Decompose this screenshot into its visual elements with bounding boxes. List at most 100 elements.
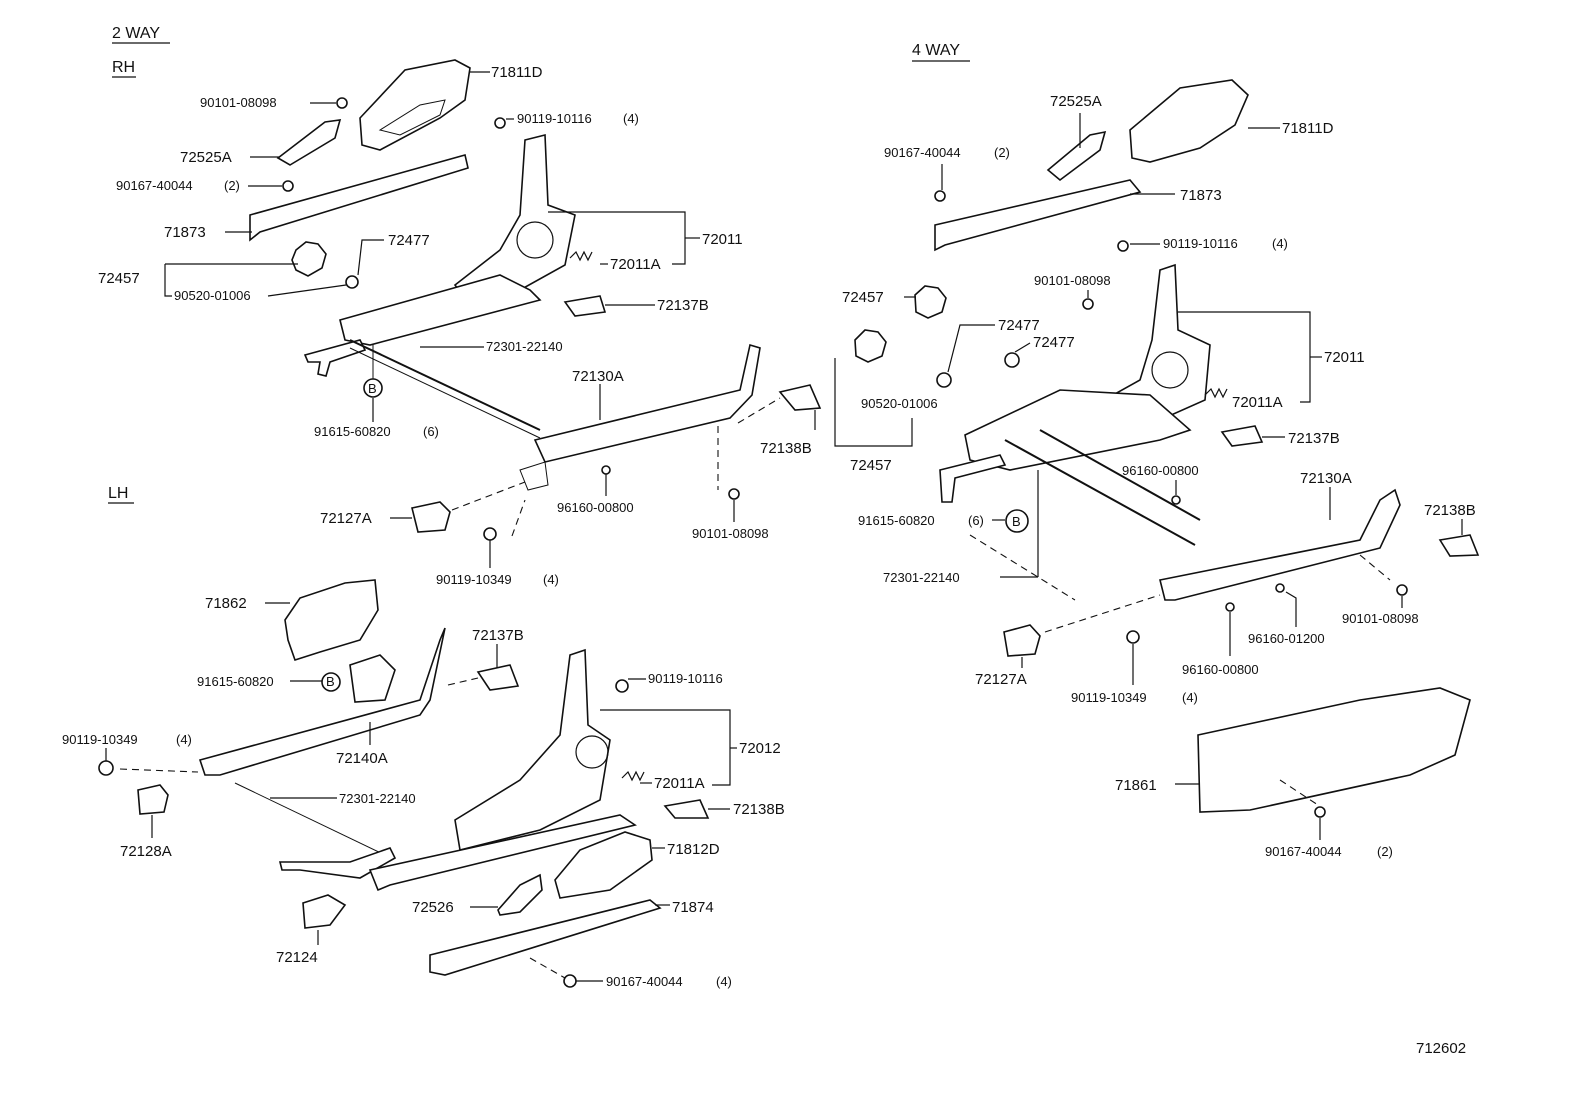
part-label: 72457	[850, 457, 892, 474]
part-label: 72012	[739, 740, 781, 757]
part-label: 90520-01006	[174, 288, 251, 303]
part-label: 90119-10116	[1163, 236, 1238, 251]
part-label: 71873	[1180, 187, 1222, 204]
part-label: 90119-10349	[436, 572, 512, 587]
part-label: 72128A	[120, 843, 172, 860]
rh-2way-assembly	[249, 59, 822, 541]
part-label-circle: B	[368, 381, 377, 396]
labels-4way: 72525A 71811D 90167-40044 (2) 71873 9011…	[842, 93, 1476, 859]
washer-icon	[345, 275, 359, 289]
seat-track-72140a	[198, 627, 446, 776]
header-2-way: 2 WAY	[112, 25, 160, 42]
part-label: 96160-00800	[1182, 662, 1259, 677]
part-quantity: (2)	[224, 178, 240, 193]
part-quantity: (6)	[968, 513, 984, 528]
screw-icon	[336, 97, 348, 109]
part-label: 72477	[388, 232, 430, 249]
part-label: 90167-40044	[1265, 844, 1342, 859]
part-label: 71861	[1115, 777, 1157, 794]
recliner-cover-71812d	[554, 831, 653, 899]
part-quantity: (2)	[994, 145, 1010, 160]
part-label: 72138B	[760, 440, 812, 457]
rail-cover-71874	[429, 899, 662, 976]
part-label: 90119-10116	[517, 111, 592, 126]
part-label: 72140A	[336, 750, 388, 767]
part-label: 71873	[164, 224, 206, 241]
part-label: 90101-08098	[692, 526, 769, 541]
part-label: 71862	[205, 595, 247, 612]
fw-4way-assembly	[854, 79, 1480, 818]
header-rh: RH	[112, 59, 135, 76]
part-label: 72124	[276, 949, 318, 966]
part-label: 90119-10116	[648, 671, 723, 686]
recliner-72011	[453, 133, 576, 306]
part-label: 72011	[702, 231, 743, 248]
section-headers: 2 WAY RH LH 4 WAY	[108, 25, 970, 504]
part-label: 90119-10349	[62, 732, 138, 747]
part-label-circle: B	[326, 674, 335, 689]
rail-cover-71873	[249, 154, 469, 242]
diagram-code: 712602	[1416, 1040, 1466, 1057]
knob-72457	[291, 241, 327, 277]
header-4-way: 4 WAY	[912, 42, 960, 59]
part-label: 72137B	[1288, 430, 1340, 447]
part-label: 72526	[412, 899, 454, 916]
rail-cover-71873-4way	[934, 179, 1142, 252]
part-quantity: (4)	[716, 974, 732, 989]
part-label: 72301-22140	[883, 570, 960, 585]
recliner-72012	[454, 648, 611, 851]
part-label: 90167-40044	[606, 974, 683, 989]
leader-lines	[105, 71, 1463, 982]
part-label: 71874	[672, 899, 714, 916]
part-label: 91615-60820	[197, 674, 274, 689]
part-label: 90167-40044	[116, 178, 193, 193]
part-label: 71812D	[667, 841, 720, 858]
labels-rh: 71811D 90101-08098 90119-10116 (4) 72525…	[98, 64, 812, 587]
part-label: 72011A	[654, 775, 705, 792]
part-quantity: (4)	[623, 111, 639, 126]
part-label: 96160-01200	[1248, 631, 1325, 646]
rail-cover-71861	[1197, 687, 1471, 813]
part-label: 72011A	[610, 256, 661, 273]
recliner-cover-71811d	[359, 59, 471, 151]
part-quantity: (6)	[423, 424, 439, 439]
part-quantity: (4)	[1182, 690, 1198, 705]
part-quantity: (2)	[1377, 844, 1393, 859]
part-label: 90520-01006	[861, 396, 938, 411]
part-label: 72011A	[1232, 394, 1283, 411]
lh-2way-assembly	[98, 579, 710, 988]
part-label: 72457	[842, 289, 884, 306]
part-quantity: (4)	[1272, 236, 1288, 251]
part-quantity: (4)	[176, 732, 192, 747]
part-label: 96160-00800	[557, 500, 634, 515]
seat-track-72130a	[533, 343, 761, 463]
part-label: 71811D	[491, 64, 543, 81]
part-label: 91615-60820	[314, 424, 391, 439]
part-label: 90167-40044	[884, 145, 961, 160]
cover-72525a	[276, 119, 342, 166]
part-label: 90101-08098	[1034, 273, 1111, 288]
part-label: 72137B	[472, 627, 524, 644]
seat-track-rh	[339, 274, 542, 346]
screw-icon	[494, 117, 506, 129]
part-label: 91615-60820	[858, 513, 935, 528]
part-label: 72477	[1033, 334, 1075, 351]
part-label: 72011	[1324, 349, 1365, 366]
part-label: 72138B	[733, 801, 785, 818]
part-label: 96160-00800	[1122, 463, 1199, 478]
part-label-circle: B	[1012, 514, 1021, 529]
part-label: 72525A	[1050, 93, 1102, 110]
part-label: 72138B	[1424, 502, 1476, 519]
part-label: 72127A	[320, 510, 372, 527]
part-label: 72137B	[657, 297, 709, 314]
part-label: 72301-22140	[339, 791, 416, 806]
labels-lh: 71862 72137B 91615-60820 B 90119-10116 9…	[62, 595, 785, 989]
part-label: 90101-08098	[200, 95, 277, 110]
part-label: 72301-22140	[486, 339, 563, 354]
part-quantity: (4)	[543, 572, 559, 587]
part-label: 72477	[998, 317, 1040, 334]
part-label: 72457	[98, 270, 140, 287]
part-label: 90119-10349	[1071, 690, 1147, 705]
recliner-cover-71811d-4way	[1129, 79, 1249, 163]
